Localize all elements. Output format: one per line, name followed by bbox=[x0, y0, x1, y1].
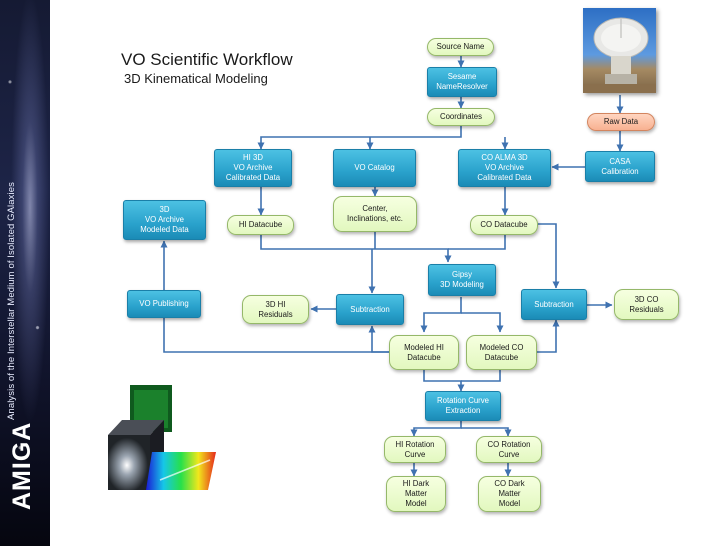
node-modeled-hi-datacube[interactable]: Modeled HI Datacube bbox=[389, 335, 459, 370]
node-hi3d-vo-archive[interactable]: HI 3D VO Archive Calibrated Data bbox=[214, 149, 292, 187]
radio-telescope-photo bbox=[583, 8, 656, 93]
node-modeled-co-datacube[interactable]: Modeled CO Datacube bbox=[466, 335, 537, 370]
node-co-rotation-curve[interactable]: CO Rotation Curve bbox=[476, 436, 542, 463]
node-hi-rotation-curve[interactable]: HI Rotation Curve bbox=[384, 436, 446, 463]
slide-subtitle: 3D Kinematical Modeling bbox=[124, 71, 268, 86]
datacube-illustration bbox=[100, 380, 220, 505]
node-3d-hi-residuals[interactable]: 3D HI Residuals bbox=[242, 295, 309, 324]
node-vo-publishing[interactable]: VO Publishing bbox=[127, 290, 201, 318]
node-vo-catalog[interactable]: VO Catalog bbox=[333, 149, 416, 187]
node-subtraction-right[interactable]: Subtraction bbox=[521, 289, 587, 320]
node-hi-dark-matter-model[interactable]: HI Dark Matter Model bbox=[386, 476, 446, 512]
node-casa-calibration[interactable]: CASA Calibration bbox=[585, 151, 655, 182]
node-3d-vo-archive-modeled[interactable]: 3D VO Archive Modeled Data bbox=[123, 200, 206, 240]
node-subtraction-left[interactable]: Subtraction bbox=[336, 294, 404, 325]
node-center-inclinations[interactable]: Center, Inclinations, etc. bbox=[333, 196, 417, 232]
node-rotation-curve-extraction[interactable]: Rotation Curve Extraction bbox=[425, 391, 501, 421]
node-gipsy-3d-modeling[interactable]: Gipsy 3D Modeling bbox=[428, 264, 496, 296]
node-hi-datacube[interactable]: HI Datacube bbox=[227, 215, 294, 235]
node-sesame-resolver[interactable]: Sesame NameResolver bbox=[427, 67, 497, 97]
node-source-name[interactable]: Source Name bbox=[427, 38, 494, 56]
slide-title: VO Scientific Workflow bbox=[121, 50, 293, 69]
sidebar-banner: Analysis of the Interstellar Medium of I… bbox=[0, 0, 50, 546]
node-co-datacube[interactable]: CO Datacube bbox=[470, 215, 538, 235]
node-co-dark-matter-model[interactable]: CO Dark Matter Model bbox=[478, 476, 541, 512]
node-coordinates[interactable]: Coordinates bbox=[427, 108, 495, 126]
node-3d-co-residuals[interactable]: 3D CO Residuals bbox=[614, 289, 679, 320]
node-co-alma-vo-archive[interactable]: CO ALMA 3D VO Archive Calibrated Data bbox=[458, 149, 551, 187]
node-raw-data[interactable]: Raw Data bbox=[587, 113, 655, 131]
